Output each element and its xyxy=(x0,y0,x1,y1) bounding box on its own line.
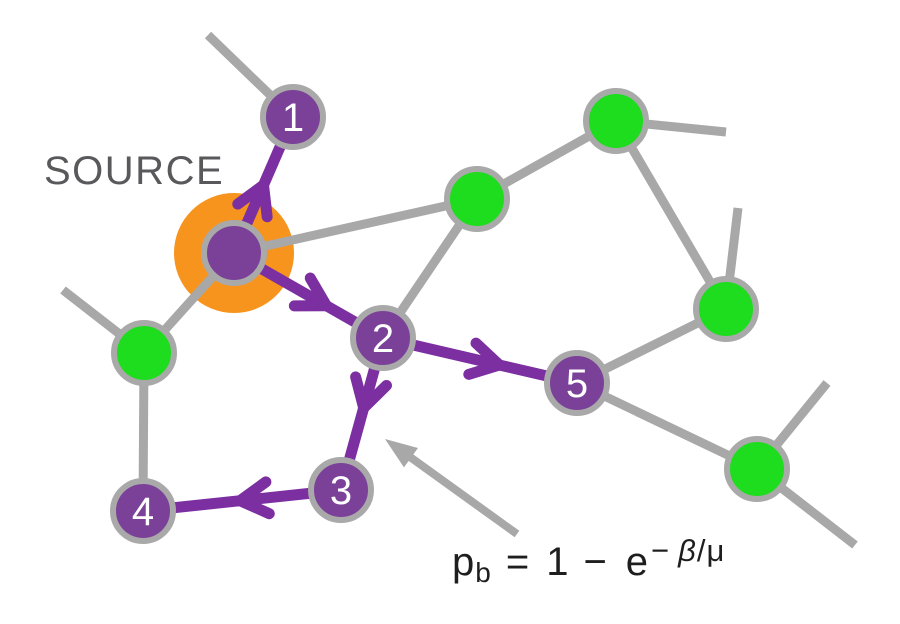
source-label: SOURCE xyxy=(44,149,225,193)
formula-p: p xyxy=(452,540,475,584)
edge-g2-g3 xyxy=(612,118,730,312)
arrow-head-2-5-barb1 xyxy=(463,359,505,380)
arrow-head-source-1-barb1 xyxy=(258,179,273,223)
node-g1 xyxy=(444,166,510,232)
node-g2 xyxy=(583,88,649,154)
node-g4 xyxy=(724,436,790,502)
node-label-3: 3 xyxy=(330,469,352,513)
formula-mu: μ xyxy=(706,533,725,568)
formula-slash: / xyxy=(696,533,706,568)
annotation-arrow-shaft xyxy=(402,449,520,538)
node-1 xyxy=(260,84,326,150)
node-label-5: 5 xyxy=(566,362,588,406)
node-label-2: 2 xyxy=(372,317,394,361)
node-label-4: 4 xyxy=(132,490,154,534)
edge-source-g1 xyxy=(233,194,478,258)
formula-p-subscript: b xyxy=(475,557,491,588)
formula-exponent: − β / μ xyxy=(651,533,724,569)
formula-exponent-minus: − xyxy=(651,533,670,568)
node-5 xyxy=(544,350,610,416)
edge-5-g4 xyxy=(575,378,759,474)
node-4 xyxy=(110,478,176,544)
node-g5 xyxy=(111,320,177,386)
node-source xyxy=(201,220,267,286)
formula-e: e xyxy=(625,540,649,584)
formula-minus: − xyxy=(583,540,607,584)
arrow-shaft-2-5 xyxy=(381,332,579,389)
node-2 xyxy=(350,305,416,371)
node-g3 xyxy=(693,276,759,342)
formula-beta: β xyxy=(678,533,696,568)
formula-equals: = xyxy=(505,540,530,584)
node-label-1: 1 xyxy=(282,96,304,140)
formula-one: 1 xyxy=(546,540,569,584)
arrow-head-3-4-barb1 xyxy=(234,476,272,507)
node-3 xyxy=(308,457,374,523)
annotation-arrow-head xyxy=(385,439,418,468)
arrow-head-2-3-barb1 xyxy=(350,371,370,414)
